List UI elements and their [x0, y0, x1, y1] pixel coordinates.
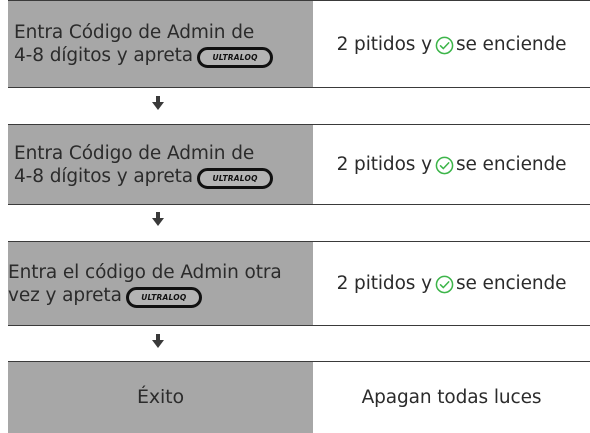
step-row-4: Éxito Apagan todas luces — [8, 361, 590, 433]
check-circle-icon — [435, 36, 454, 55]
step-1-instruction-line2-wrap: 4-8 dígitos y apreta ULTRALOQ — [14, 44, 307, 68]
step-3-result-after: se enciende — [455, 273, 567, 294]
step-3-result: 2 pitidos y se enciende — [313, 242, 590, 325]
step-2-result: 2 pitidos y se enciende — [313, 125, 590, 204]
step-2-instruction-line1: Entra Código de Admin de — [14, 142, 255, 164]
ultraloq-button-label: ULTRALOQ — [141, 292, 187, 302]
ultraloq-button-label: ULTRALOQ — [212, 173, 258, 183]
step-1-instruction-line2: 4-8 dígitos y apreta — [14, 45, 194, 66]
step-4-result-text: Apagan todas luces — [361, 387, 542, 408]
step-2-instruction-line2: 4-8 dígitos y apreta — [14, 165, 194, 187]
check-circle-icon — [435, 156, 454, 175]
step-3-instruction-line1: Entra el código de Admin otra — [8, 261, 282, 283]
step-4-instruction: Éxito — [8, 362, 313, 433]
ultraloq-button-icon: ULTRALOQ — [197, 167, 274, 189]
step-2-result-after: se enciende — [455, 154, 567, 175]
step-1-instruction: Entra Código de Admin de 4-8 dígitos y a… — [8, 1, 313, 87]
step-2-result-before: 2 pitidos y — [336, 154, 432, 175]
down-arrow-icon — [152, 96, 164, 110]
step-3-instruction-line2-wrap: vez y apreta ULTRALOQ — [8, 284, 307, 308]
step-4-result: Apagan todas luces — [313, 362, 590, 433]
step-1-instruction-line1: Entra Código de Admin de — [14, 22, 255, 43]
down-arrow-icon — [152, 212, 164, 226]
step-2-instruction: Entra Código de Admin de 4-8 dígitos y a… — [8, 125, 313, 204]
success-label: Éxito — [136, 386, 185, 408]
step-2-instruction-line2-wrap: 4-8 dígitos y apreta ULTRALOQ — [14, 165, 307, 189]
step-row-3: Entra el código de Admin otra vez y apre… — [8, 241, 590, 326]
step-3-instruction: Entra el código de Admin otra vez y apre… — [8, 242, 313, 325]
step-row-1: Entra Código de Admin de 4-8 dígitos y a… — [8, 0, 590, 88]
ultraloq-button-icon: ULTRALOQ — [125, 286, 202, 308]
check-circle-icon — [435, 275, 454, 294]
step-1-result-after: se enciende — [455, 33, 567, 55]
step-3-result-before: 2 pitidos y — [336, 273, 432, 294]
step-row-2: Entra Código de Admin de 4-8 dígitos y a… — [8, 124, 590, 205]
down-arrow-icon — [152, 334, 164, 348]
step-3-instruction-line2: vez y apreta — [8, 284, 122, 306]
ultraloq-button-label: ULTRALOQ — [212, 53, 258, 62]
ultraloq-button-icon: ULTRALOQ — [197, 47, 274, 68]
step-1-result-before: 2 pitidos y — [336, 33, 432, 55]
step-1-result: 2 pitidos y se enciende — [313, 1, 590, 87]
